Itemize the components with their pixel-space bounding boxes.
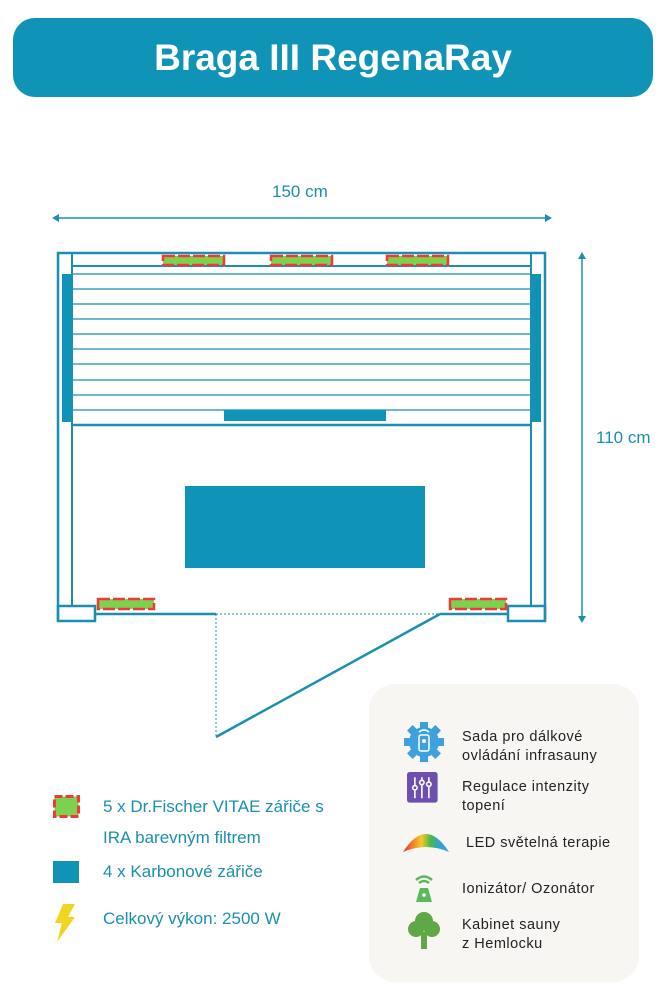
feature-ionizer-text: Ionizátor/ Ozonátor (462, 881, 595, 897)
legend-ira-line1: 5 x Dr.Fischer VITAE zářiče s (103, 797, 324, 816)
carbon-heater-icon (53, 861, 79, 883)
legend-ira-line2: IRA barevným filtrem (103, 828, 261, 847)
legend-carbon: 4 x Karbonové zářiče (53, 861, 263, 883)
sliders-icon (407, 772, 438, 803)
feature-hemlock-line1: Kabinet sauny (462, 917, 561, 933)
feature-sliders-line2: topení (462, 798, 506, 814)
outer-wall (56, 251, 547, 621)
legend-ira: 5 x Dr.Fischer VITAE zářiče s IRA barevný… (53, 795, 324, 847)
legend-power: Celkový výkon: 2500 W (53, 904, 281, 952)
tree-icon (408, 912, 440, 949)
feature-led-text: LED světelná terapie (466, 835, 611, 851)
page-title: Braga III RegenaRay (154, 36, 512, 78)
floor-plan (52, 214, 586, 739)
legend-carbon-text: 4 x Karbonové zářiče (103, 862, 263, 881)
bench-slats (72, 273, 531, 411)
features-card: Sada pro dálkové ovládání infrasauny Regu… (369, 684, 639, 982)
feature-sliders-line1: Regulace intenzity (462, 779, 590, 795)
door (215, 612, 441, 739)
feature-remote-line2: ovládání infrasauny (462, 748, 598, 764)
depth-label: 110 cm (596, 428, 651, 447)
title-banner: Braga III RegenaRay (13, 18, 653, 97)
rainbow-icon (403, 834, 449, 852)
ionizer-icon (415, 875, 433, 902)
carbon-heaters (62, 274, 541, 568)
ira-heaters (96, 254, 508, 611)
remote-gear-icon (404, 722, 444, 762)
legend-power-text: Celkový výkon: 2500 W (103, 909, 281, 928)
ira-heater-icon (53, 795, 80, 818)
lightning-icon (55, 904, 75, 942)
width-label: 150 cm (272, 182, 328, 201)
feature-hemlock-line2: z Hemlocku (462, 936, 543, 952)
door-swing (215, 613, 440, 737)
feature-remote-line1: Sada pro dálkové (462, 729, 583, 745)
